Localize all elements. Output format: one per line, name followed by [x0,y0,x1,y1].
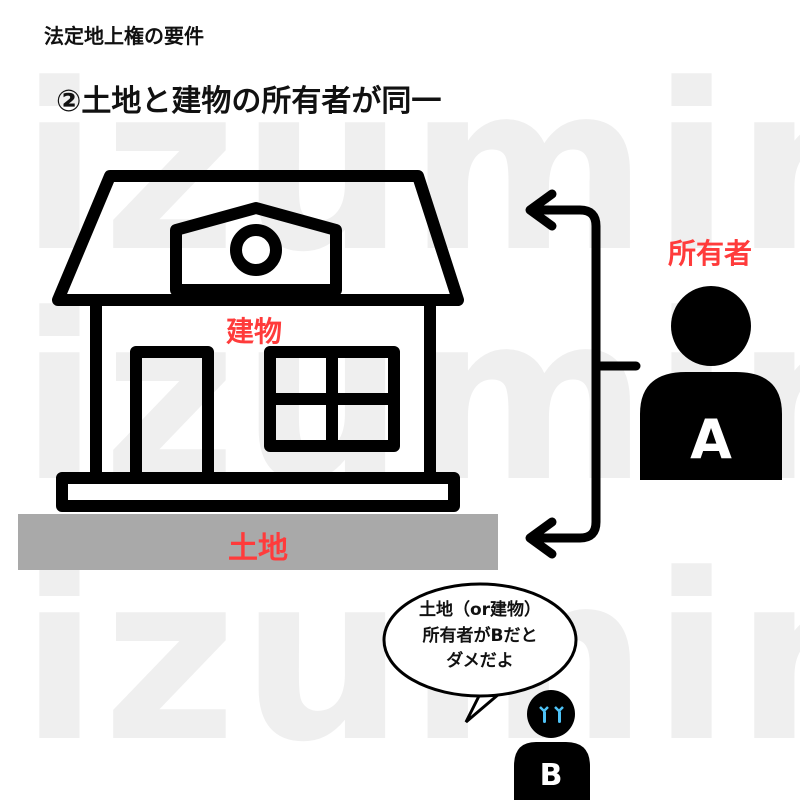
person-a-icon [640,286,782,480]
house-icon [52,170,464,512]
owner-role-label: 所有者 [667,237,752,270]
dormer-window [230,224,282,276]
arrow-to-building-icon [525,189,557,231]
page-title: ②土地と建物の所有者が同一 [56,84,442,119]
header-label: 法定地上権の要件 [44,24,204,48]
house-dormer [170,202,342,296]
land-block: 土地 [18,514,498,570]
house-roof [52,170,464,306]
watermark-text: izumin [20,36,800,303]
arrow-to-land-icon [525,517,557,559]
speech-text: 土地（or建物） 所有者がBだと ダメだよ [392,598,568,675]
speech-line: ダメだよ [446,651,514,671]
land-label: 土地 [228,531,288,566]
building-label: 建物 [225,315,282,348]
speech-line: 土地（or建物） [418,600,542,620]
person-a-letter: A [690,408,732,471]
person-b-icon [514,690,590,800]
speech-bubble [382,582,578,724]
house-door [130,346,214,478]
house-base [56,472,460,512]
person-b-letter: B [540,758,563,793]
speech-line: 所有者がBだと [422,625,538,646]
ownership-bracket [525,189,641,559]
